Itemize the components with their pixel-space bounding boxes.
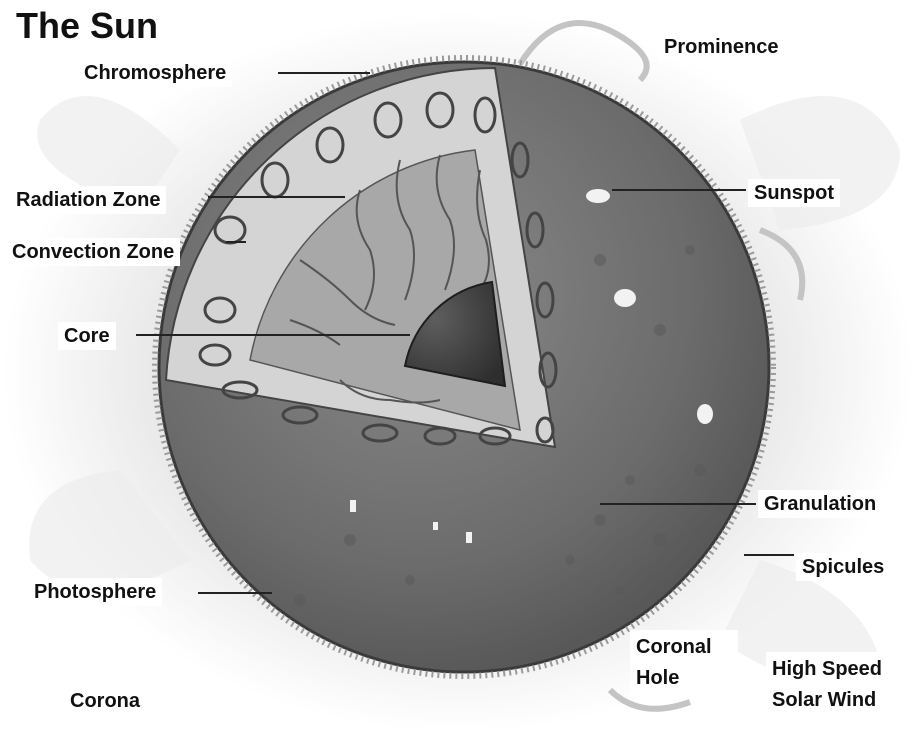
- label-convection-zone: Convection Zone: [6, 238, 180, 266]
- label-granulation: Granulation: [758, 490, 882, 518]
- label-photosphere: Photosphere: [28, 578, 162, 606]
- label-coronal-hole: Coronal Hole: [630, 630, 738, 696]
- label-sunspot: Sunspot: [748, 179, 840, 207]
- label-spicules: Spicules: [796, 553, 890, 581]
- label-radiation-zone: Radiation Zone: [10, 186, 166, 214]
- label-corona: Corona: [64, 687, 146, 715]
- label-high-speed-solar-wind: High Speed Solar Wind: [766, 652, 916, 718]
- label-core: Core: [58, 322, 116, 350]
- diagram-title: The Sun: [16, 2, 158, 50]
- label-prominence: Prominence: [658, 33, 784, 61]
- label-chromosphere: Chromosphere: [78, 59, 232, 87]
